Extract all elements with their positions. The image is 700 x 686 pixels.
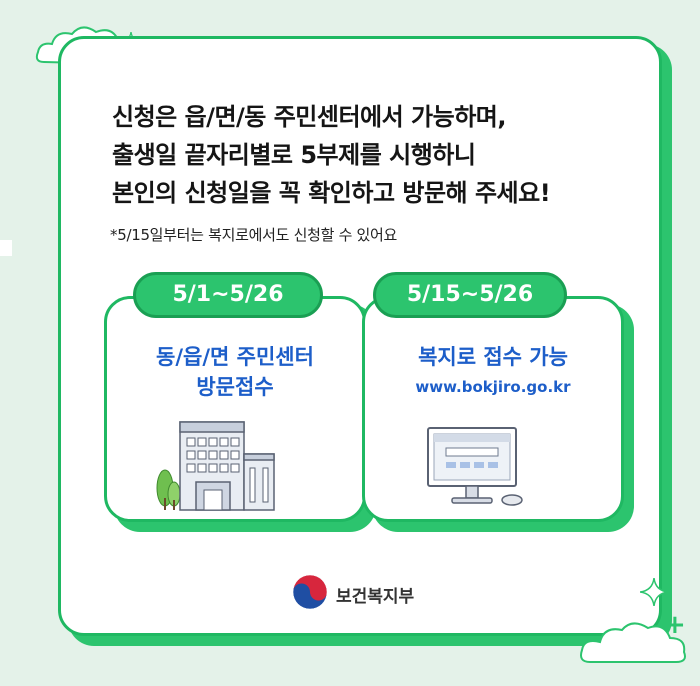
- headline-line-1: 신청은 읍/면/동 주민센터에서 가능하며,: [112, 103, 507, 131]
- headline: 신청은 읍/면/동 주민센터에서 가능하며, 출생일 끝자리별로 5부제를 시행…: [112, 98, 612, 212]
- note-text: *5/15일부터는 복지로에서도 신청할 수 있어요: [110, 226, 398, 244]
- ministry-name: 보건복지부: [336, 587, 415, 607]
- plus-icon: +: [664, 610, 686, 640]
- panel-online-title: 복지로 접수 가능: [418, 345, 568, 369]
- panel-visit-title-line1: 동/읍/면 주민센터: [156, 345, 314, 369]
- building-icon: [156, 421, 275, 511]
- panel-visit-title-line2: 방문접수: [196, 375, 274, 399]
- taegeuk-logo: [292, 574, 328, 610]
- white-square-decoration: [0, 240, 12, 256]
- headline-line-3: 본인의 신청일을 꼭 확인하고 방문해 주세요!: [112, 179, 551, 207]
- computer-icon: [427, 427, 523, 506]
- bokjiro-url[interactable]: www.bokjiro.go.kr: [415, 378, 571, 396]
- headline-line-2: 출생일 끝자리별로 5부제를 시행하니: [112, 141, 476, 169]
- cloud-bottom-right-decoration: [580, 622, 686, 663]
- panel-visit-title: 동/읍/면 주민센터 방문접수: [104, 342, 366, 402]
- sparkle-icon: [640, 578, 668, 606]
- date-badge-visit: 5/1~5/26: [133, 272, 323, 318]
- date-badge-online: 5/15~5/26: [373, 272, 567, 318]
